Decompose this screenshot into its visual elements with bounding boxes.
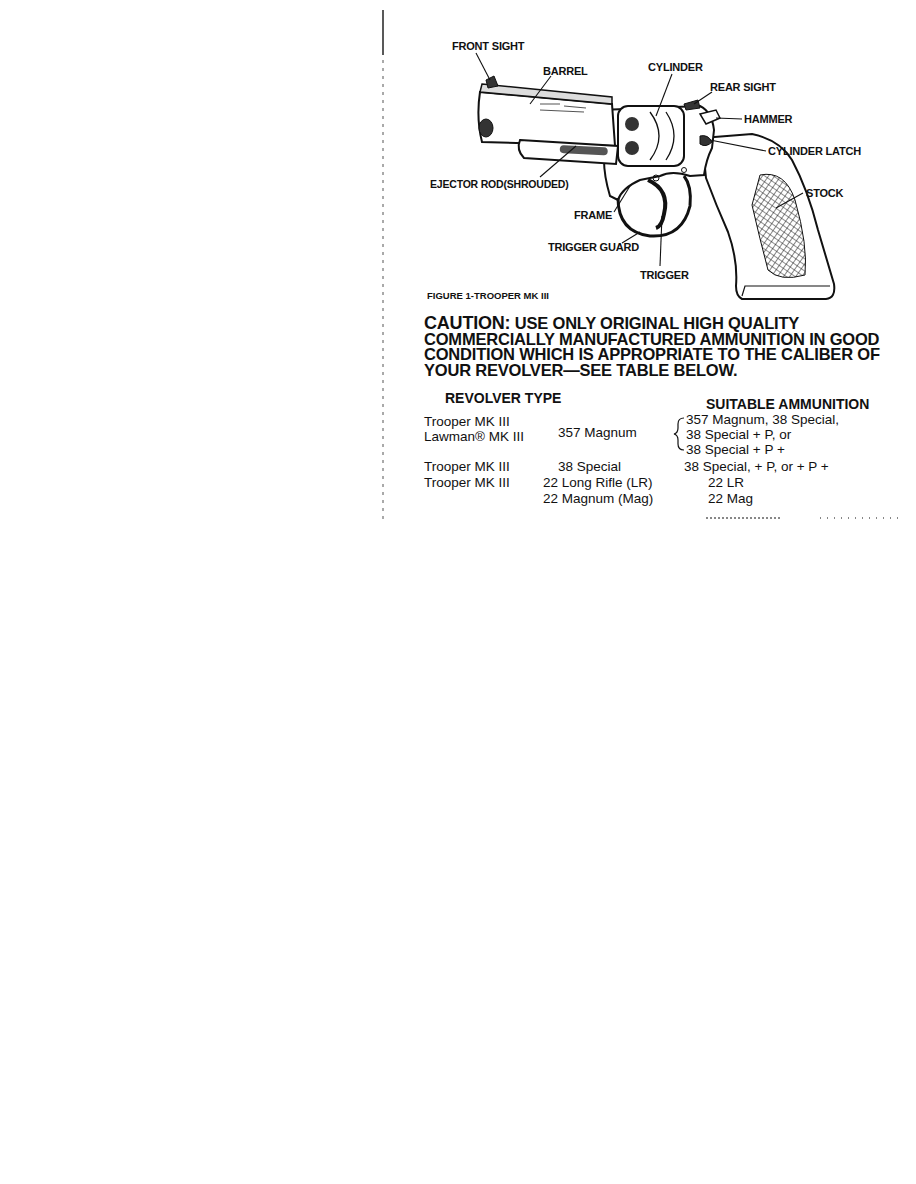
barrel (478, 76, 618, 164)
part-label: EJECTOR ROD(SHROUDED) (430, 179, 569, 191)
table-cell: 38 Special + P + (686, 443, 785, 458)
table-header: SUITABLE AMMUNITION (706, 397, 869, 412)
hammer-and-sight (684, 100, 720, 146)
part-label: REAR SIGHT (710, 81, 776, 93)
stock (702, 134, 834, 299)
table-brace (674, 418, 900, 518)
table-cell: 38 Special (558, 460, 621, 475)
part-label: CYLINDER LATCH (768, 145, 861, 157)
table-cell: 22 Long Rifle (LR) (543, 476, 653, 491)
table-cell: 357 Magnum, 38 Special, (686, 413, 839, 428)
table-cell: 357 Magnum (558, 426, 637, 441)
part-label: TRIGGER GUARD (548, 241, 639, 253)
table-cell: Trooper MK III (424, 460, 510, 475)
table-cell: Lawman® MK III (424, 430, 524, 445)
table-cell: Trooper MK III (424, 476, 510, 491)
leader-lines (476, 53, 803, 266)
caution-paragraph: CAUTION: USE ONLY ORIGINAL HIGH QUALITY … (424, 316, 890, 378)
part-label: TRIGGER (640, 269, 689, 281)
table-header: REVOLVER TYPE (445, 391, 561, 406)
table-cell: 22 LR (708, 476, 744, 491)
table-cell: 22 Magnum (Mag) (543, 492, 653, 507)
table-cell: 22 Mag (708, 492, 753, 507)
part-label: BARREL (543, 65, 588, 77)
figure-caption: FIGURE 1-TROOPER MK III (427, 291, 549, 301)
part-label: FRONT SIGHT (452, 40, 524, 52)
part-label: CYLINDER (648, 61, 703, 73)
part-label: FRAME (574, 209, 612, 221)
part-label: STOCK (806, 187, 843, 199)
part-label: HAMMER (744, 113, 792, 125)
cylinder (618, 106, 684, 166)
table-cell: Trooper MK III (424, 415, 510, 430)
table-cell: 38 Special + P, or (686, 428, 791, 443)
margin-rule (383, 10, 384, 520)
table-cell: 38 Special, + P, or + P + (684, 460, 829, 475)
trigger-guard (618, 176, 690, 236)
